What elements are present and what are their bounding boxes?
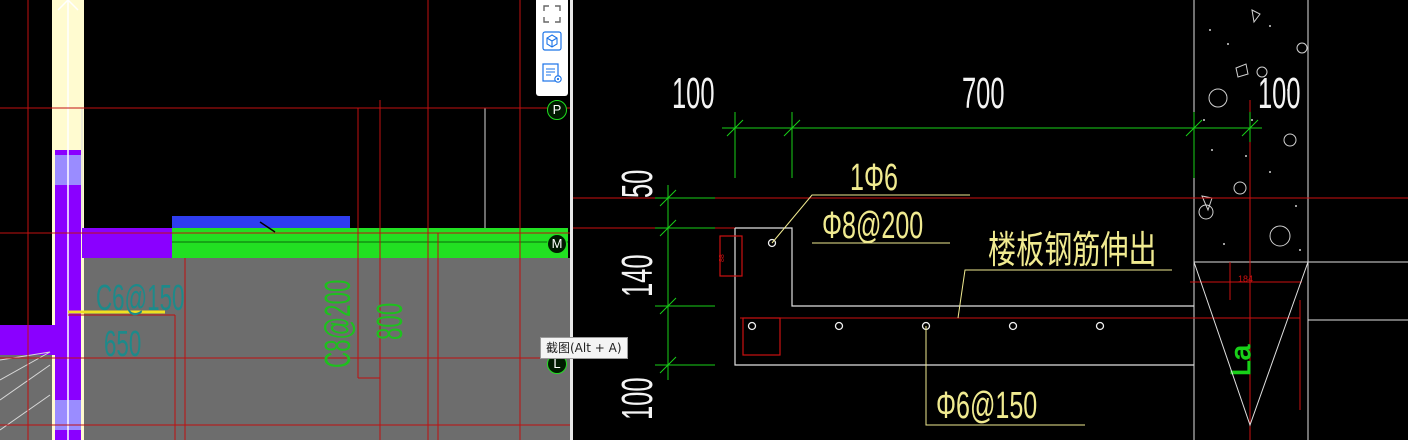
screenshot-list-button[interactable] xyxy=(541,62,563,84)
fullscreen-icon xyxy=(543,5,561,23)
hatch-line-2 xyxy=(0,364,51,401)
la-label: La xyxy=(1225,344,1256,376)
label-phi6-at-150: Φ6@150 xyxy=(936,384,1037,426)
dimension-lines: La xyxy=(655,112,1262,380)
rebar-label-650: 650 xyxy=(104,325,141,365)
axis-arrow-icon xyxy=(57,0,79,11)
stirrup-corner xyxy=(742,317,781,356)
label-phi8-at-200: Φ8@200 xyxy=(822,204,923,246)
small-red-mark: 88 xyxy=(719,254,726,262)
3d-view-button[interactable] xyxy=(541,30,563,52)
red-grid-lines xyxy=(0,0,570,440)
stirrup-small xyxy=(719,235,743,277)
view-toolbar xyxy=(536,0,568,96)
hatch-line-3 xyxy=(0,394,51,431)
dim-100-left: 100 xyxy=(672,68,715,118)
screenshot-list-icon xyxy=(542,63,562,83)
slab-section-outline xyxy=(735,227,1194,307)
rebar-tick xyxy=(259,221,276,233)
label-1phi6: 1Φ6 xyxy=(850,156,898,198)
left-cad-viewport[interactable]: C6@150 650 C8@200 800 xyxy=(0,0,570,440)
screenshot-tooltip: 截图(Alt + A) xyxy=(540,337,628,359)
dim-700: 700 xyxy=(962,68,1005,118)
dim-140: 140 xyxy=(612,254,662,297)
leader-lines xyxy=(771,194,1172,426)
rebar-label-c8: C8@200 xyxy=(319,280,359,368)
3d-view-icon xyxy=(542,31,562,51)
fullscreen-button[interactable] xyxy=(541,3,563,25)
anchorage-cone xyxy=(1193,261,1309,427)
label-184: 184 xyxy=(1238,274,1253,284)
slab-gray-area xyxy=(82,258,570,440)
hatch-lines xyxy=(0,351,51,381)
dim-100-bottom: 100 xyxy=(612,377,662,420)
right-cad-viewport[interactable]: La 100 700 100 50 140 100 1Φ6 Φ8@200 楼板钢… xyxy=(573,0,1408,440)
pane-divider[interactable] xyxy=(570,0,573,440)
label-slab-rebar-extend: 楼板钢筋伸出 xyxy=(988,228,1157,272)
slab-section-outline-bottom xyxy=(734,228,1194,366)
right-viewport-background xyxy=(573,0,1408,440)
axis-bubble-p[interactable]: P xyxy=(547,100,567,120)
rebar-label-c6: C6@150 xyxy=(96,279,184,319)
dim-100-right: 100 xyxy=(1258,68,1301,118)
rebar-label-800: 800 xyxy=(371,303,411,340)
axis-bubble-m[interactable]: M xyxy=(547,234,567,254)
dim-50: 50 xyxy=(612,170,662,198)
